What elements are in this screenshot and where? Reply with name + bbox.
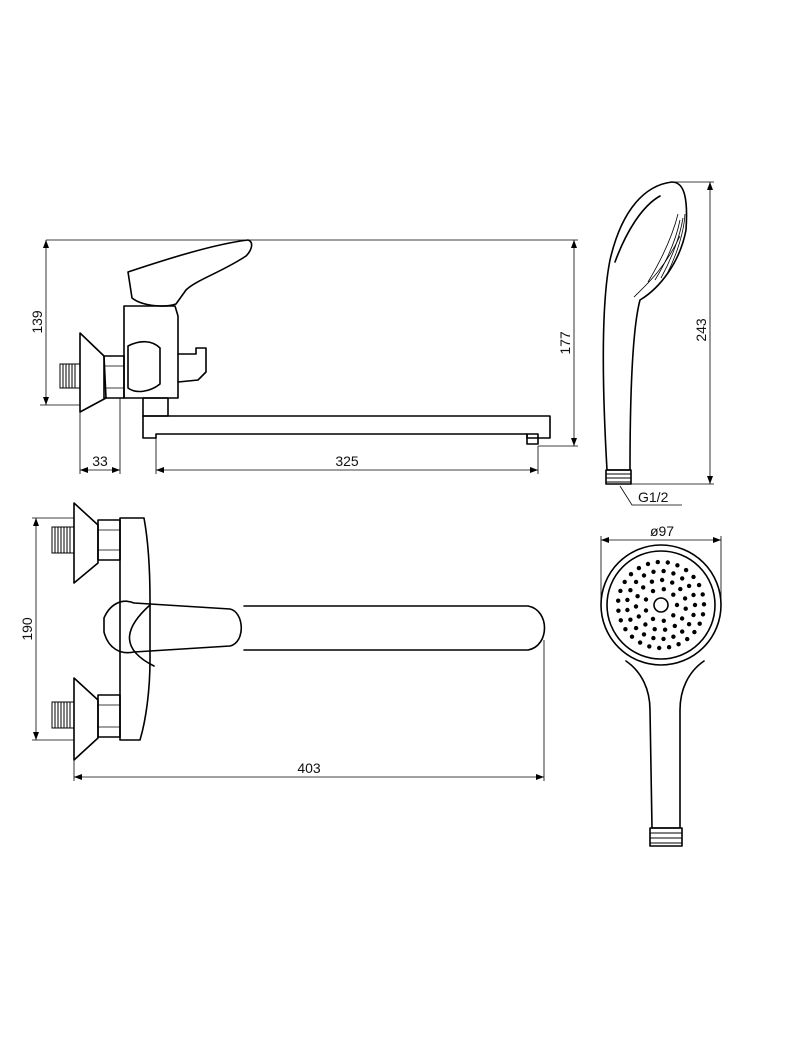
connection-thread-label: G1/2 — [638, 489, 669, 505]
inlet-spacing-label: 190 — [19, 617, 35, 641]
nozzle-dot — [701, 602, 707, 607]
nozzle-dot — [675, 563, 680, 568]
overall-length-label: 403 — [297, 760, 321, 776]
nozzle-dot — [671, 613, 676, 618]
nozzle-dot — [682, 596, 688, 601]
nozzle-dot — [686, 583, 692, 589]
handshower-dimension-lines — [619, 181, 714, 506]
nozzle-dot — [633, 579, 639, 585]
handshower-diameter-label: ø97 — [650, 523, 674, 539]
top-view-dimension-lines — [32, 517, 545, 781]
nozzle-dot — [691, 574, 696, 580]
nozzle-dot — [691, 612, 696, 618]
nozzle-dot — [683, 567, 689, 573]
nozzle-dot — [672, 623, 677, 629]
nozzle-dot — [700, 592, 705, 597]
handshower-side-view — [602, 181, 688, 485]
nozzle-dot — [671, 592, 676, 597]
handshower-diameter-lines — [600, 536, 722, 605]
nozzle-dot — [628, 588, 633, 593]
nozzle-dot — [670, 580, 675, 585]
nozzle-dot — [657, 645, 662, 651]
nozzle-dot — [685, 636, 690, 642]
nozzle-dot — [622, 579, 627, 585]
nozzle-dot — [655, 559, 660, 565]
nozzle-dot — [671, 634, 676, 639]
nozzle-dot — [647, 644, 652, 649]
nozzle-dot — [652, 627, 657, 632]
side-view-dimension-lines — [40, 239, 578, 474]
nozzle-dot — [636, 614, 641, 619]
nozzle-dot — [650, 588, 656, 594]
nozzle-dot — [676, 642, 681, 647]
nozzle-dot — [700, 612, 706, 617]
nozzle-dot — [674, 602, 680, 608]
nozzle-dot — [629, 634, 635, 639]
nozzle-dot — [661, 618, 666, 623]
nozzle-dot — [686, 622, 692, 627]
nozzle-dot — [650, 616, 656, 622]
nozzle-dot — [666, 645, 672, 650]
nozzle-dot — [697, 621, 702, 626]
nozzle-dot — [643, 608, 649, 613]
nozzle-dot — [651, 569, 656, 574]
nozzle-dot — [692, 629, 697, 635]
nozzle-dot — [696, 582, 702, 588]
nozzle-dot — [643, 597, 649, 602]
nozzle-dot — [616, 598, 621, 603]
mixer-top-view — [51, 502, 546, 761]
nozzle-dot — [628, 617, 633, 622]
nozzle-dot — [679, 616, 685, 621]
handshower-nozzles — [616, 559, 707, 651]
nozzle-dot — [645, 561, 651, 567]
nozzle-dot — [618, 618, 623, 623]
flange-depth-label: 33 — [92, 453, 108, 469]
nozzle-dot — [633, 604, 639, 609]
nozzle-dot — [641, 632, 647, 637]
spout-height-label: 177 — [557, 331, 573, 355]
mixer-height-label: 139 — [29, 310, 45, 334]
nozzle-dot — [662, 627, 668, 632]
nozzle-dot — [649, 579, 655, 584]
nozzle-dot — [625, 607, 630, 613]
nozzle-dot — [616, 608, 621, 613]
nozzle-dot — [661, 568, 666, 574]
nozzle-dot — [633, 625, 639, 631]
nozzle-dot — [680, 576, 685, 581]
nozzle-dot — [623, 627, 628, 632]
nozzle-dot — [691, 592, 696, 598]
nozzle-dot — [628, 572, 634, 577]
nozzle-dot — [678, 586, 683, 592]
mixer-side-view — [59, 239, 551, 445]
nozzle-dot — [641, 573, 647, 578]
nozzle-dot — [651, 635, 656, 641]
nozzle-dot — [665, 560, 670, 565]
dimension-arrowheads — [33, 182, 721, 780]
nozzle-dot — [625, 597, 630, 603]
spout-length-label: 325 — [335, 453, 359, 469]
nozzle-dot — [680, 629, 685, 634]
nozzle-dot — [661, 587, 666, 592]
nozzle-dot — [636, 565, 642, 571]
nozzle-dot — [641, 585, 646, 590]
nozzle-dot — [683, 606, 688, 611]
nozzle-dot — [671, 571, 676, 576]
handshower-length-label: 243 — [693, 318, 709, 342]
nozzle-dot — [635, 594, 640, 599]
nozzle-dot — [618, 588, 623, 594]
nozzle-dot — [692, 602, 698, 608]
nozzle-dot — [661, 636, 666, 642]
nozzle-dot — [637, 640, 643, 645]
nozzle-dot — [643, 622, 648, 627]
nozzle-dot — [659, 577, 665, 583]
